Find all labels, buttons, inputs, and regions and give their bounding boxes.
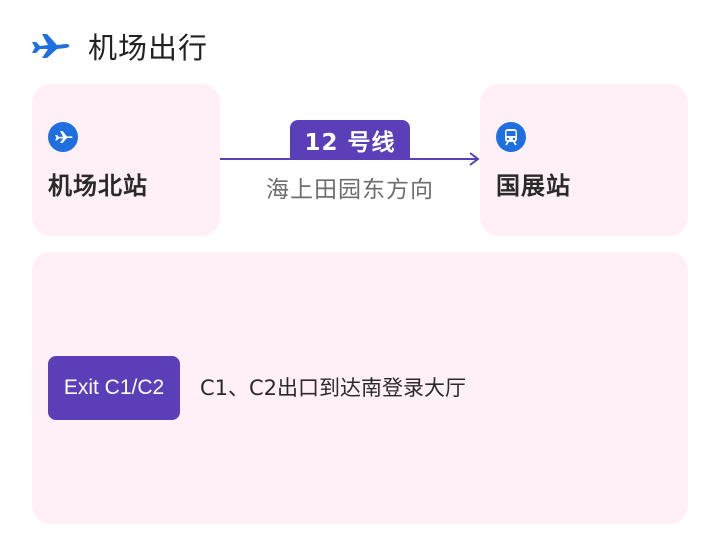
to-station-card: 国展站 [480,84,688,236]
line-route: 12 号线 海上田园东方向 [220,118,480,208]
to-station-name: 国展站 [496,172,571,200]
exit-button[interactable]: Exit C1/C2 [48,356,180,420]
page-title: 机场出行 [88,31,209,65]
airplane-icon [48,122,78,152]
from-station-name: 机场北站 [48,172,148,200]
line-badge: 12 号线 [290,120,410,160]
train-icon [496,122,526,152]
exit-info-card: Exit C1/C2 C1、C2出口到达南登录大厅 [32,252,688,524]
direction-label: 海上田园东方向 [266,177,434,203]
from-station-card: 机场北站 [32,84,220,236]
route-arrow [220,152,480,166]
page-header: 机场出行 [30,24,208,68]
exit-description: C1、C2出口到达南登录大厅 [200,376,467,400]
airplane-icon [30,31,74,61]
